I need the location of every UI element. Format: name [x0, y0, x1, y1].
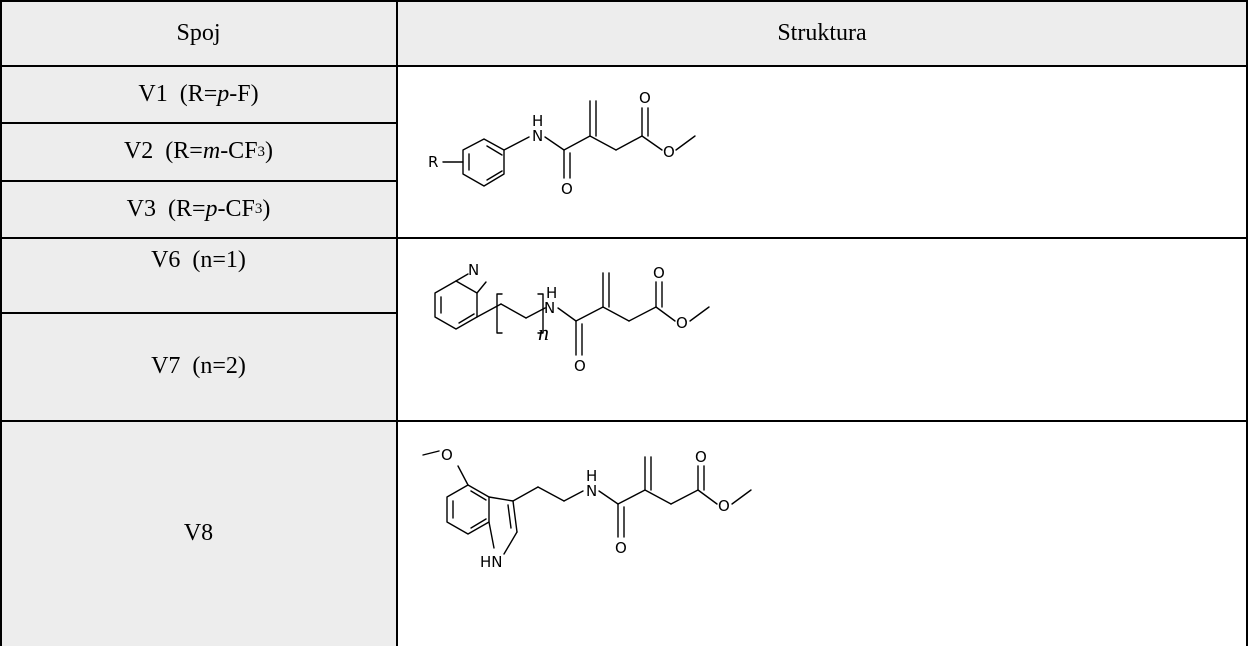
group-divider: [0, 420, 1248, 422]
svg-text:O: O: [653, 264, 665, 282]
svg-text:O: O: [615, 539, 627, 557]
svg-text:O: O: [695, 448, 707, 466]
group-divider: [0, 237, 1248, 239]
svg-text:N: N: [532, 127, 543, 145]
svg-text:N: N: [544, 299, 555, 317]
compound-label-v8: V8: [183, 520, 214, 546]
header-compound: Spoj: [176, 19, 221, 46]
table-border-top: [0, 0, 1248, 2]
svg-text:N: N: [468, 261, 479, 279]
row-divider: [0, 180, 397, 182]
repeat-bracket-right: [537, 293, 544, 334]
repeat-bracket-left: [496, 293, 503, 334]
row-divider: [0, 122, 397, 124]
svg-text:O: O: [718, 497, 730, 515]
row-divider: [0, 312, 397, 314]
svg-text:O: O: [663, 143, 675, 161]
svg-text:N: N: [586, 482, 597, 500]
svg-text:R: R: [428, 153, 438, 171]
svg-text:O: O: [639, 89, 651, 107]
compound-label-v6: V6 (n=1): [151, 246, 246, 273]
compound-label-v1: V1 (R=p-F): [138, 80, 259, 107]
svg-text:O: O: [561, 180, 573, 198]
compound-label-v7: V7 (n=2): [151, 353, 246, 379]
header-divider: [0, 65, 1248, 67]
svg-text:H: H: [532, 112, 543, 130]
structure-pyridyl-itaconamide: N H N n O O O: [434, 261, 710, 375]
table-border-right: [1246, 0, 1248, 646]
svg-text:O: O: [676, 314, 688, 332]
svg-text:O: O: [441, 446, 453, 464]
header-background: [1, 1, 1247, 65]
column-divider: [396, 0, 398, 646]
header-structure: Struktura: [777, 19, 867, 46]
svg-text:O: O: [574, 357, 586, 375]
compound-column-background: [1, 66, 396, 646]
structure-indolyl-itaconamide: O H N HN O O O: [422, 446, 752, 571]
structure-aryl-itaconamide: R H N O O O: [428, 89, 696, 198]
svg-text:HN: HN: [480, 553, 503, 571]
svg-text:H: H: [546, 284, 557, 302]
table-border-left: [0, 0, 2, 646]
svg-text:n: n: [538, 320, 549, 345]
svg-text:H: H: [586, 467, 597, 485]
